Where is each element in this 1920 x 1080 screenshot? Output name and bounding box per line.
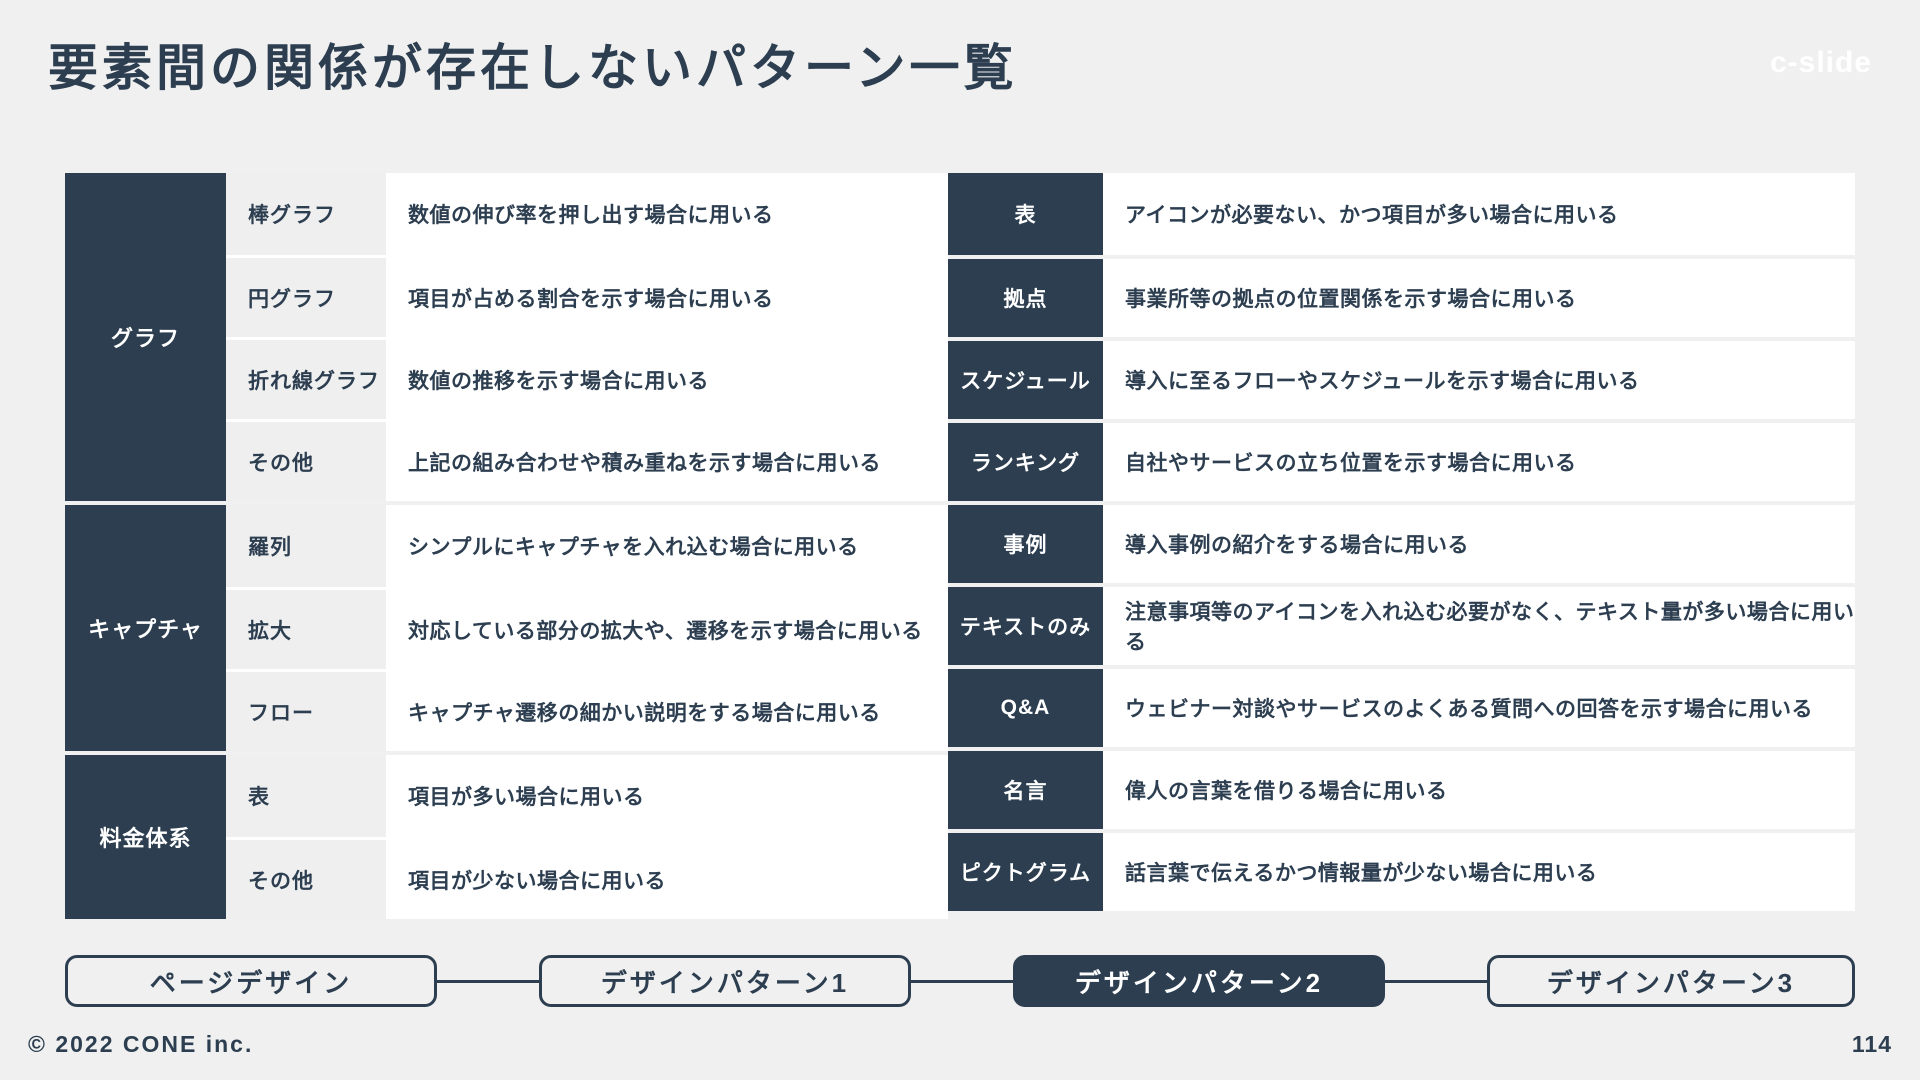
row-key: その他 — [226, 422, 386, 501]
row-key: その他 — [226, 840, 386, 919]
left-table: グラフ 棒グラフ 数値の伸び率を押し出す場合に用いる 円グラフ 項目が占める割合… — [65, 173, 948, 919]
row-desc: アイコンが必要ない、かつ項目が多い場合に用いる — [1103, 173, 1855, 255]
row-desc: 項目が占める割合を示す場合に用いる — [386, 258, 948, 337]
row-desc: 数値の推移を示す場合に用いる — [386, 340, 948, 419]
nav-connector — [911, 979, 1013, 983]
table-group: 料金体系 表 項目が多い場合に用いる その他 項目が少ない場合に用いる — [65, 751, 948, 919]
table-row: 拠点 事業所等の拠点の位置関係を示す場合に用いる — [948, 255, 1855, 337]
nav-item-page-design[interactable]: ページデザイン — [65, 955, 437, 1007]
row-desc: 導入事例の紹介をする場合に用いる — [1103, 505, 1855, 583]
table-row: 名言 偉人の言葉を借りる場合に用いる — [948, 747, 1855, 829]
table-row: その他 上記の組み合わせや積み重ねを示す場合に用いる — [226, 419, 948, 501]
row-key: 表 — [226, 755, 386, 837]
table-row: Q&A ウェビナー対談やサービスのよくある質問への回答を示す場合に用いる — [948, 665, 1855, 747]
table-row: その他 項目が少ない場合に用いる — [226, 837, 948, 919]
row-desc: 数値の伸び率を押し出す場合に用いる — [386, 173, 948, 255]
table-row: フロー キャプチャ遷移の細かい説明をする場合に用いる — [226, 669, 948, 751]
nav-item-design-pattern-2[interactable]: デザインパターン2 — [1013, 955, 1385, 1007]
group-label: 料金体系 — [65, 755, 226, 919]
row-desc: 項目が少ない場合に用いる — [386, 840, 948, 919]
row-key: 表 — [948, 173, 1103, 255]
table-row: 事例 導入事例の紹介をする場合に用いる — [948, 501, 1855, 583]
row-key: 事例 — [948, 505, 1103, 583]
nav-item-design-pattern-3[interactable]: デザインパターン3 — [1487, 955, 1855, 1007]
group-label: キャプチャ — [65, 505, 226, 751]
group-rows: 棒グラフ 数値の伸び率を押し出す場合に用いる 円グラフ 項目が占める割合を示す場… — [226, 173, 948, 501]
copyright: © 2022 CONE inc. — [28, 1031, 254, 1057]
table-row: テキストのみ 注意事項等のアイコンを入れ込む必要がなく、テキスト量が多い場合に用… — [948, 583, 1855, 665]
table-row: スケジュール 導入に至るフローやスケジュールを示す場合に用いる — [948, 337, 1855, 419]
row-key: ピクトグラム — [948, 833, 1103, 911]
row-desc: 話言葉で伝えるかつ情報量が少ない場合に用いる — [1103, 833, 1855, 911]
nav-connector — [437, 979, 539, 983]
nav-item-design-pattern-1[interactable]: デザインパターン1 — [539, 955, 911, 1007]
pattern-tables: グラフ 棒グラフ 数値の伸び率を押し出す場合に用いる 円グラフ 項目が占める割合… — [65, 173, 1855, 919]
table-row: 表 アイコンが必要ない、かつ項目が多い場合に用いる — [948, 173, 1855, 255]
table-group: グラフ 棒グラフ 数値の伸び率を押し出す場合に用いる 円グラフ 項目が占める割合… — [65, 173, 948, 501]
group-label: グラフ — [65, 173, 226, 501]
row-desc: 項目が多い場合に用いる — [386, 755, 948, 837]
row-desc: 注意事項等のアイコンを入れ込む必要がなく、テキスト量が多い場合に用いる — [1103, 587, 1855, 665]
table-row: 羅列 シンプルにキャプチャを入れ込む場合に用いる — [226, 505, 948, 587]
page-title: 要素間の関係が存在しないパターン一覧 — [48, 40, 1018, 96]
row-desc: 偉人の言葉を借りる場合に用いる — [1103, 751, 1855, 829]
row-key: 円グラフ — [226, 258, 386, 337]
row-key: 棒グラフ — [226, 173, 386, 255]
right-table: 表 アイコンが必要ない、かつ項目が多い場合に用いる 拠点 事業所等の拠点の位置関… — [948, 173, 1855, 911]
row-desc: シンプルにキャプチャを入れ込む場合に用いる — [386, 505, 948, 587]
table-group: キャプチャ 羅列 シンプルにキャプチャを入れ込む場合に用いる 拡大 対応している… — [65, 501, 948, 751]
row-key: テキストのみ — [948, 587, 1103, 665]
section-nav: ページデザイン デザインパターン1 デザインパターン2 デザインパターン3 — [65, 955, 1855, 1007]
row-desc: ウェビナー対談やサービスのよくある質問への回答を示す場合に用いる — [1103, 669, 1855, 747]
table-row: ランキング 自社やサービスの立ち位置を示す場合に用いる — [948, 419, 1855, 501]
row-key: スケジュール — [948, 341, 1103, 419]
page-number: 114 — [1851, 1031, 1892, 1057]
nav-connector — [1385, 979, 1487, 983]
row-desc: 導入に至るフローやスケジュールを示す場合に用いる — [1103, 341, 1855, 419]
table-row: 拡大 対応している部分の拡大や、遷移を示す場合に用いる — [226, 587, 948, 669]
row-desc: キャプチャ遷移の細かい説明をする場合に用いる — [386, 672, 948, 751]
brand-logo: c-slide — [1769, 46, 1872, 79]
row-key: フロー — [226, 672, 386, 751]
table-row: 棒グラフ 数値の伸び率を押し出す場合に用いる — [226, 173, 948, 255]
row-key: 拡大 — [226, 590, 386, 669]
table-row: 円グラフ 項目が占める割合を示す場合に用いる — [226, 255, 948, 337]
group-rows: 表 項目が多い場合に用いる その他 項目が少ない場合に用いる — [226, 755, 948, 919]
table-row: ピクトグラム 話言葉で伝えるかつ情報量が少ない場合に用いる — [948, 829, 1855, 911]
row-key: 名言 — [948, 751, 1103, 829]
row-key: 羅列 — [226, 505, 386, 587]
row-key: ランキング — [948, 423, 1103, 501]
row-desc: 対応している部分の拡大や、遷移を示す場合に用いる — [386, 590, 948, 669]
table-row: 折れ線グラフ 数値の推移を示す場合に用いる — [226, 337, 948, 419]
row-desc: 自社やサービスの立ち位置を示す場合に用いる — [1103, 423, 1855, 501]
row-key: 拠点 — [948, 259, 1103, 337]
group-rows: 羅列 シンプルにキャプチャを入れ込む場合に用いる 拡大 対応している部分の拡大や… — [226, 505, 948, 751]
row-desc: 上記の組み合わせや積み重ねを示す場合に用いる — [386, 422, 948, 501]
row-key: 折れ線グラフ — [226, 340, 386, 419]
table-row: 表 項目が多い場合に用いる — [226, 755, 948, 837]
row-desc: 事業所等の拠点の位置関係を示す場合に用いる — [1103, 259, 1855, 337]
row-key: Q&A — [948, 669, 1103, 747]
